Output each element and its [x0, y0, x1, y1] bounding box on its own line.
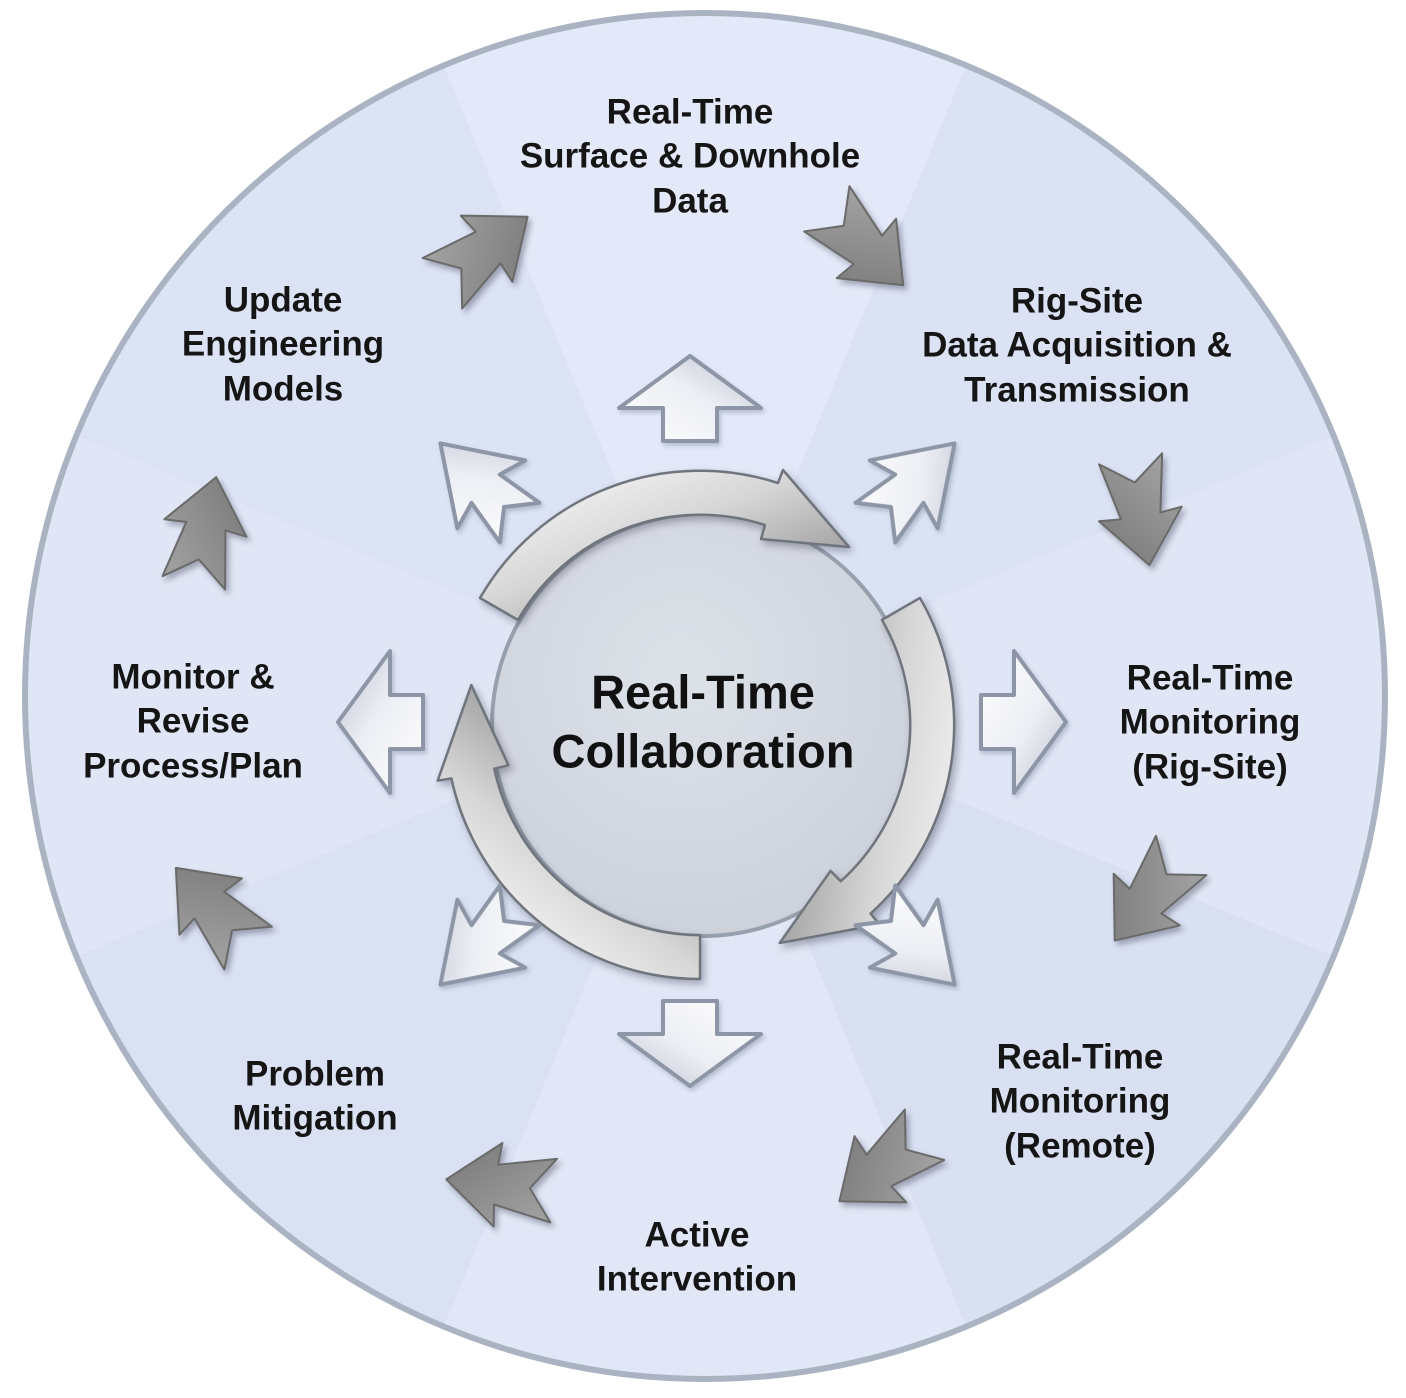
stage-label-monitor-revise: Monitor & Revise Process/Plan	[83, 657, 303, 786]
stage-label-active-intervention: Active Intervention	[596, 1215, 798, 1299]
stage-label-monitoring-rig-site: Real-Time Monitoring (Rig-Site)	[1119, 658, 1301, 787]
stage-label-problem-mitigation: Problem Mitigation	[232, 1054, 398, 1138]
stage-label-rig-site-acquisition: Rig-Site Data Acquisition & Transmission	[922, 281, 1232, 410]
stage-label-monitoring-remote: Real-Time Monitoring (Remote)	[989, 1037, 1171, 1166]
stage-label-surface-downhole-data: Real-Time Surface & Downhole Data	[519, 92, 861, 221]
stage-label-update-models: Update Engineering Models	[181, 280, 385, 409]
center-hub-label: Real-Time Collaboration	[551, 665, 855, 777]
